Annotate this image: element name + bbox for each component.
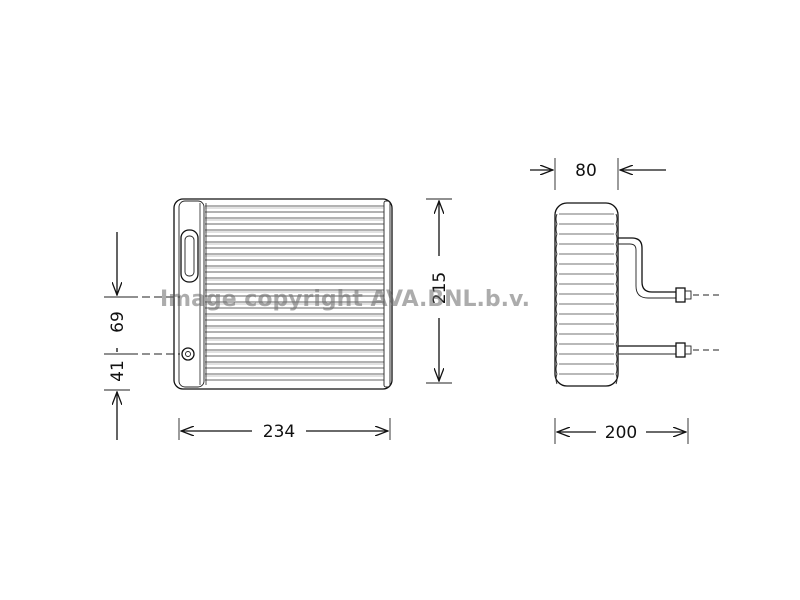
- side-rib: [555, 343, 618, 355]
- dim-width-label: 234: [263, 422, 295, 442]
- side-rib: [555, 233, 618, 245]
- dim-offset-upper-label: 69: [108, 311, 128, 333]
- left-tank: [178, 200, 205, 388]
- front-view-heater-core: [130, 198, 393, 390]
- lower-pipe-connector: [675, 342, 686, 358]
- dim-offset-lower-label: 41: [108, 360, 128, 382]
- side-rib: [555, 303, 618, 315]
- dim-height-label: 215: [430, 272, 450, 304]
- side-rib: [555, 243, 618, 255]
- upper-pipe-inner: [184, 235, 195, 277]
- watermark: Image copyright AVA.BNL.b.v.: [160, 287, 530, 312]
- side-rib: [555, 223, 618, 235]
- upper-pipe: [618, 237, 676, 293]
- side-rib: [555, 313, 618, 325]
- side-rib: [555, 283, 618, 295]
- lower-pipe-fitting-inner: [185, 351, 191, 357]
- side-rib: [555, 353, 618, 365]
- side-rib: [555, 253, 618, 265]
- side-rib: [555, 213, 618, 225]
- right-tank: [383, 200, 391, 388]
- dimension-pipe-length: 200: [554, 418, 689, 444]
- side-rib: [555, 363, 618, 375]
- upper-pipe-slot: [180, 229, 199, 283]
- side-rib: [555, 333, 618, 345]
- side-ribs: [555, 213, 618, 385]
- upper-pipe-inner-line: [618, 243, 676, 299]
- side-rib: [555, 293, 618, 305]
- side-rib: [555, 323, 618, 335]
- core-fins: [199, 203, 384, 385]
- side-rib: [555, 373, 618, 385]
- side-rib: [555, 263, 618, 275]
- dimension-offsets: 69 41: [104, 232, 130, 440]
- upper-pipe-connector: [675, 287, 686, 303]
- dimension-width: 234: [178, 418, 391, 442]
- core-frame: [173, 198, 393, 390]
- dim-pipe-length-label: 200: [605, 423, 637, 443]
- dimension-height: 215: [426, 198, 452, 384]
- lower-pipe-fitting: [181, 347, 195, 361]
- dimension-depth: 80: [530, 158, 666, 190]
- dim-depth-label: 80: [575, 161, 597, 181]
- side-rib: [555, 273, 618, 285]
- side-body: [554, 202, 619, 387]
- side-view: [554, 202, 720, 387]
